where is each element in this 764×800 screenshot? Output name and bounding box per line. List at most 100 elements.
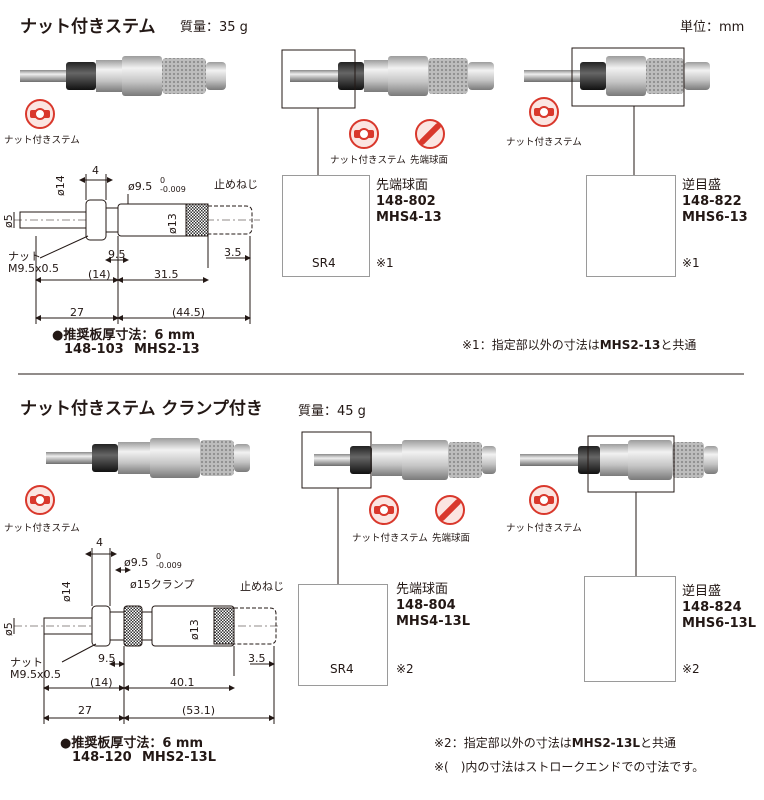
variant-model: MHS4-13L	[396, 614, 470, 629]
product-image-148-103	[20, 56, 226, 96]
icon-caption-nut: ナット付きステム	[352, 533, 428, 544]
dim-label: (53.1)	[182, 704, 216, 717]
nut-stem-icon	[369, 495, 399, 525]
variant-code: 148-822	[682, 194, 742, 209]
note-ref: ※2	[396, 662, 414, 676]
sr-label: SR4	[330, 662, 354, 676]
dim-label: M9.5x0.5	[8, 262, 59, 275]
note-ref: ※2	[682, 662, 700, 676]
dim-label: 27	[70, 306, 84, 319]
dim-label: ø13	[188, 619, 201, 640]
nut-stem-icon	[349, 119, 379, 149]
section-title-top: ナット付きステム	[20, 17, 156, 37]
dim-label: 40.1	[170, 676, 195, 689]
variant-model: MHS6-13	[682, 210, 748, 225]
dim-label: ø13	[166, 213, 179, 234]
product-image-148-824	[520, 440, 718, 480]
product-code: 148-120	[72, 750, 132, 765]
detail-frame	[571, 47, 685, 107]
footnote-1: ※1：指定部以外の寸法はMHS2-13と共通	[462, 336, 696, 353]
product-model: MHS2-13	[134, 342, 200, 357]
product-image-148-120	[46, 438, 250, 478]
dim-label: ø9.5	[124, 556, 149, 569]
detail-box-ball-top	[282, 175, 370, 277]
dim-label: 27	[78, 704, 92, 717]
product-image-148-804	[314, 440, 496, 480]
dim-label: (14)	[88, 268, 111, 281]
note-ref: ※1	[682, 256, 700, 270]
variant-code: 148-802	[376, 194, 436, 209]
product-code: 148-103	[64, 342, 124, 357]
dim-label: ø5	[2, 214, 15, 228]
detail-box-ball-bottom	[298, 584, 388, 686]
detail-frame	[587, 435, 675, 493]
section-title-bottom: ナット付きステム クランプ付き	[20, 399, 263, 419]
detail-frame	[301, 431, 372, 489]
product-model: MHS2-13L	[142, 750, 216, 765]
plate-thickness-bottom: ●推奨板厚寸法：6 mm	[60, 736, 204, 751]
dim-label: 3.5	[224, 246, 242, 259]
dim-label: (44.5)	[172, 306, 206, 319]
dim-label: 4	[96, 536, 103, 549]
variant-code: 148-804	[396, 598, 456, 613]
dim-label: ナット	[8, 250, 41, 263]
icon-caption-nut: ナット付きステム	[330, 155, 406, 166]
icon-caption-ball: 先端球面	[432, 533, 471, 544]
dim-label: (14)	[90, 676, 113, 689]
nut-stem-icon	[529, 97, 559, 127]
dim-label: 止めねじ	[214, 178, 258, 191]
dim-label: 止めねじ	[240, 580, 284, 593]
mass-label-top: 質量：35 g	[180, 20, 248, 35]
icon-caption-nut: ナット付きステム	[4, 135, 80, 146]
dim-label: ø14	[60, 581, 73, 602]
dim-label: 3.5	[248, 652, 266, 665]
dim-label: ø14	[54, 175, 67, 196]
dimension-drawing-bottom	[13, 548, 280, 724]
dim-label: ø5	[2, 622, 15, 636]
dim-label: ø15クランプ	[130, 578, 195, 591]
footnote-text: ※1：指定部以外の寸法は	[462, 338, 600, 352]
variant-code: 148-824	[682, 600, 742, 615]
nut-stem-icon	[529, 485, 559, 515]
product-image-148-802	[290, 56, 494, 96]
dim-label: ø9.5	[128, 180, 153, 193]
tolerance-lower: -0.009	[160, 185, 186, 194]
footnote-text: ※2：指定部以外の寸法は	[434, 736, 572, 750]
plate-thickness-top: ●推奨板厚寸法：6 mm	[52, 328, 196, 343]
variant-label: 逆目盛	[682, 584, 722, 599]
dim-label: 9.5	[108, 248, 126, 261]
dim-label: M9.5x0.5	[10, 668, 61, 681]
ball-tip-icon	[435, 495, 465, 525]
product-image-148-822	[524, 56, 710, 96]
footnote-3: ※( )内の寸法はストロークエンドでの寸法です。	[434, 760, 705, 774]
variant-model: MHS4-13	[376, 210, 442, 225]
variant-label: 先端球面	[376, 178, 429, 193]
icon-caption-nut: ナット付きステム	[4, 523, 80, 534]
unit-label: 単位：mm	[680, 20, 745, 35]
tolerance-upper: 0	[160, 176, 166, 185]
detail-box-reverse-bottom	[584, 576, 676, 682]
nut-stem-icon	[25, 99, 55, 129]
ball-tip-icon	[415, 119, 445, 149]
footnote-2: ※2：指定部以外の寸法はMHS2-13Lと共通	[434, 734, 676, 751]
dim-label: 9.5	[98, 652, 116, 665]
note-ref: ※1	[376, 256, 394, 270]
footnote-text: と共通	[640, 736, 677, 750]
footnote-model: MHS2-13	[599, 338, 661, 352]
footnote-model: MHS2-13L	[571, 736, 641, 750]
dimension-drawing-top	[13, 174, 260, 324]
icon-caption-nut: ナット付きステム	[506, 137, 582, 148]
variant-label: 逆目盛	[682, 178, 722, 193]
mass-label-bottom: 質量：45 g	[298, 404, 366, 419]
nut-stem-icon	[25, 485, 55, 515]
dim-label: 4	[92, 164, 99, 177]
icon-caption-ball: 先端球面	[410, 155, 449, 166]
variant-model: MHS6-13L	[682, 616, 756, 631]
tolerance-upper: 0	[156, 552, 162, 561]
footnote-text: と共通	[660, 338, 697, 352]
tolerance-lower: -0.009	[156, 561, 182, 570]
detail-box-reverse-top	[586, 175, 676, 277]
sr-label: SR4	[312, 256, 336, 270]
dim-label: 31.5	[154, 268, 179, 281]
icon-caption-nut: ナット付きステム	[506, 523, 582, 534]
